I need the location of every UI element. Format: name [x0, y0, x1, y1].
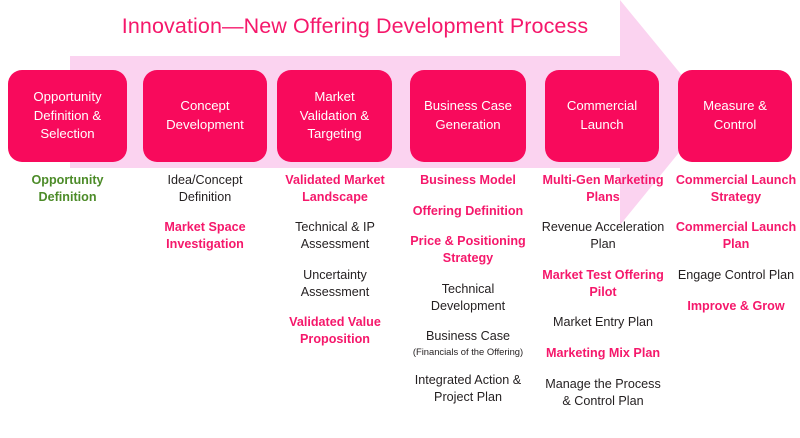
- stage-label-line: Opportunity: [33, 88, 102, 104]
- deliverable-item: Idea/Concept Definition: [167, 173, 243, 204]
- stage-label-line: Development: [166, 117, 244, 132]
- stage-label-line: Commercial: [566, 98, 638, 114]
- deliverable-item: Manage the Process & Control Plan: [545, 376, 661, 408]
- deliverable-item: Offering Definition: [412, 203, 524, 218]
- stage-label-line: Generation: [435, 117, 501, 132]
- stage-label-line: Business Case: [424, 98, 512, 114]
- deliverable-item: Revenue Acceleration Plan: [541, 220, 665, 252]
- stage-label-line: Definition &: [33, 107, 102, 123]
- deliverable-item: Price & Positioning Strategy: [410, 234, 526, 266]
- stage-box-opportunity-definition-selection[interactable]: Opportunity Definition & Selection: [8, 70, 127, 162]
- stage-box-concept-development[interactable]: Concept Development: [143, 70, 267, 162]
- deliverable-item: Business Model: [420, 173, 516, 187]
- deliverable-item: Integrated Action & Project Plan: [414, 372, 522, 404]
- stage-label-line: Validation &: [299, 107, 370, 123]
- deliverable-item: Market Test Offering Pilot: [542, 267, 664, 299]
- deliverable-item: Improve & Grow: [687, 298, 785, 313]
- deliverable-item: Uncertainty Assessment: [300, 267, 370, 299]
- deliverable-item: Validated Value Proposition: [289, 315, 381, 347]
- deliverable-item: Technical Development: [430, 281, 506, 313]
- deliverable-item: Technical & IP Assessment: [295, 220, 375, 252]
- stage-box-commercial-launch[interactable]: Commercial Launch: [545, 70, 659, 162]
- deliverable-item: Commercial Launch Strategy: [675, 173, 797, 204]
- deliverable-item: Market Space Investigation: [164, 220, 246, 252]
- deliverable-item: Marketing Mix Plan: [545, 346, 661, 361]
- deliverable-item: Opportunity Definition: [31, 173, 104, 204]
- stage-label-line: Targeting: [307, 126, 362, 142]
- deliverable-item: Business Case(Financials of the Offering…: [405, 328, 531, 357]
- deliverable-item: Commercial Launch Plan: [675, 220, 797, 252]
- deliverables-column-opportunity-definition-selection: Opportunity Definition: [4, 172, 131, 219]
- page-title: Innovation—New Offering Development Proc…: [121, 14, 589, 38]
- deliverable-item: Validated Market Landscape: [285, 173, 385, 204]
- stage-box-market-validation-targeting[interactable]: Market Validation & Targeting: [277, 70, 392, 162]
- stage-label-line: Launch: [580, 117, 624, 132]
- stage-label-line: Market: [314, 88, 355, 104]
- stage-label-line: Concept: [180, 98, 230, 114]
- deliverable-item: Market Entry Plan: [552, 315, 654, 330]
- stage-box-business-case-generation[interactable]: Business Case Generation: [410, 70, 526, 162]
- stage-label-line: Control: [713, 117, 757, 132]
- stage-label-line: Measure &: [703, 98, 767, 114]
- deliverable-item: Engage Control Plan: [677, 267, 795, 282]
- deliverable-item: Multi-Gen Marketing Plans: [542, 173, 664, 204]
- stage-box-measure-control[interactable]: Measure & Control: [678, 70, 792, 162]
- stage-label-line: Selection: [40, 126, 95, 142]
- deliverable-item-subtext: (Financials of the Offering): [412, 346, 524, 358]
